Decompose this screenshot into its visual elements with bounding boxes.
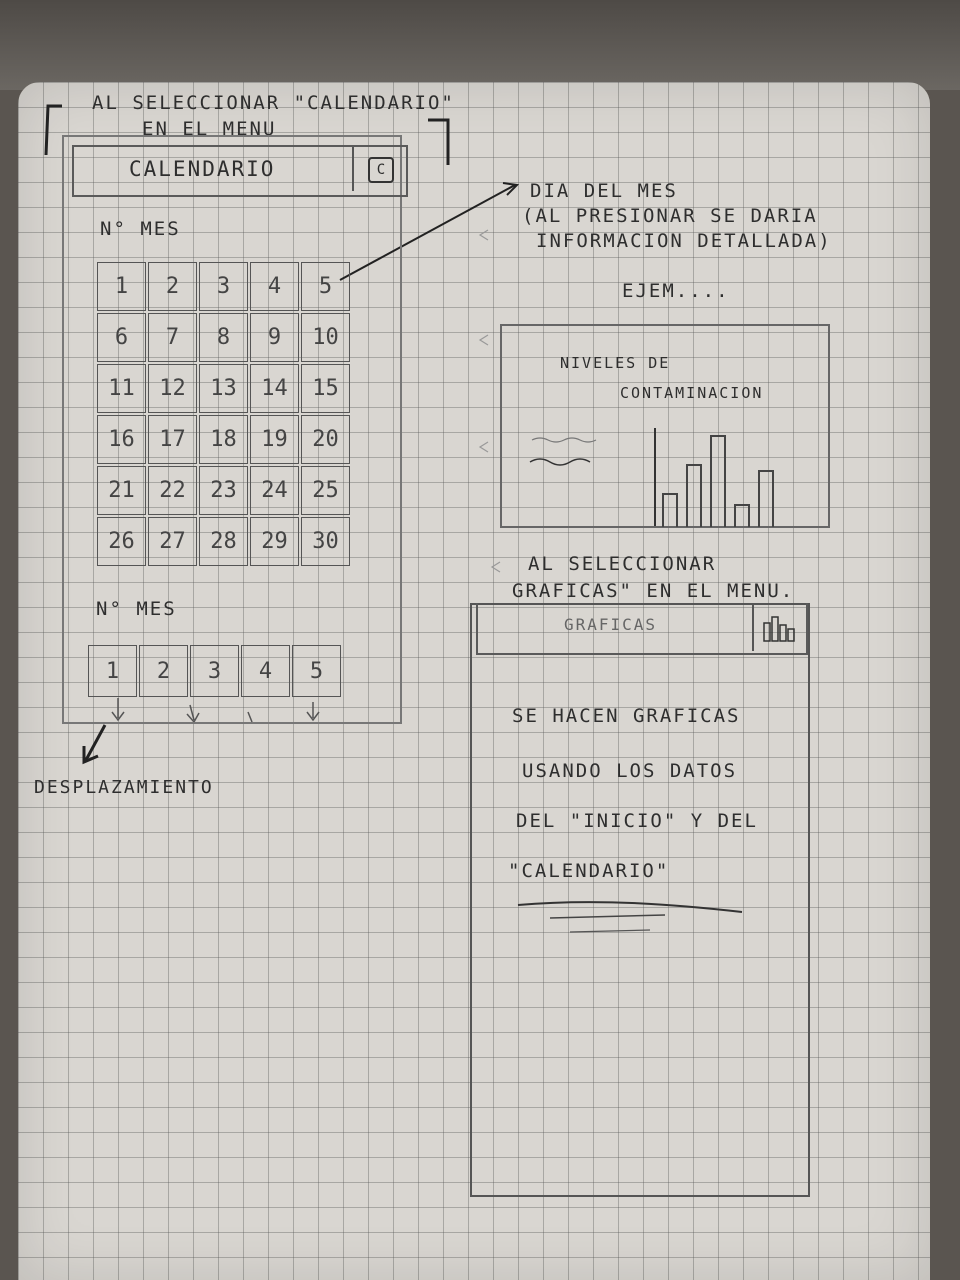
phone-frame-graficas [470, 603, 810, 1197]
month2-label: N° MES [96, 598, 177, 620]
graficas-body-line3: DEL "INICIO" Y DEL [516, 810, 758, 832]
calendar-day-cell[interactable]: 5 [301, 262, 350, 311]
calendar-icon[interactable]: C [368, 157, 394, 183]
graficas-title-bar: GRAFICAS [476, 603, 808, 655]
chart-bar [710, 435, 726, 527]
calendar-day-cell[interactable]: 10 [301, 313, 350, 362]
calendar-day-cell[interactable]: 1 [97, 262, 146, 311]
phone-frame-calendar [62, 135, 402, 724]
calendar-day-cell[interactable]: 13 [199, 364, 248, 413]
day-note-line1: DIA DEL MES [530, 180, 678, 202]
right-heading-line2: GRAFICAS" EN EL MENU. [512, 580, 795, 602]
calendar-day-cell[interactable]: 22 [148, 466, 197, 515]
pollution-bar-chart [662, 428, 787, 527]
day-detail-popup: NIVELES DE CONTAMINACION [500, 324, 830, 528]
graficas-screen-title: GRAFICAS [564, 615, 658, 634]
calendar-day-cell[interactable]: 30 [301, 517, 350, 566]
chart-bar [758, 469, 774, 527]
day-note-line2: (AL PRESIONAR SE DARIA [522, 205, 818, 227]
popup-title-line2: CONTAMINACION [620, 384, 764, 402]
calendar-day-cell[interactable]: 19 [250, 415, 299, 464]
day-note-example: EJEM.... [622, 280, 730, 302]
calendar-day-cell[interactable]: 25 [301, 466, 350, 515]
calendar-day-cell[interactable]: 14 [250, 364, 299, 413]
calendar-day-cell[interactable]: 23 [199, 466, 248, 515]
calendar-day-cell[interactable]: 15 [301, 364, 350, 413]
background-dark-top [0, 0, 960, 90]
calendar-day-cell[interactable]: 28 [199, 517, 248, 566]
chart-bar [686, 463, 702, 527]
calendar-day-cell[interactable]: 17 [148, 415, 197, 464]
calendar-day-cell[interactable]: 3 [199, 262, 248, 311]
calendar-day-cell[interactable]: 5 [292, 645, 341, 697]
calendar-day-cell[interactable]: 1 [88, 645, 137, 697]
calendar-title-bar: CALENDARIO C [72, 145, 408, 197]
chart-bar [662, 492, 678, 527]
calendar-day-cell[interactable]: 4 [241, 645, 290, 697]
left-heading-line1: AL SELECCIONAR "CALENDARIO" [92, 92, 455, 114]
calendar-day-cell[interactable]: 7 [148, 313, 197, 362]
left-heading-line2: EN EL MENU [142, 118, 277, 140]
calendar-day-cell[interactable]: 16 [97, 415, 146, 464]
graficas-body-line2: USANDO LOS DATOS [522, 760, 738, 782]
calendar-day-cell[interactable]: 21 [97, 466, 146, 515]
calendar-day-cell[interactable]: 2 [139, 645, 188, 697]
calendar-day-cell[interactable]: 6 [97, 313, 146, 362]
right-heading-line1: AL SELECCIONAR [528, 553, 717, 575]
calendar-day-cell[interactable]: 26 [97, 517, 146, 566]
scroll-label: DESPLAZAMIENTO [34, 777, 214, 798]
day-note-line3: INFORMACION DETALLADA) [536, 230, 832, 252]
calendar-screen-title: CALENDARIO [129, 157, 276, 181]
calendar-day-cell[interactable]: 4 [250, 262, 299, 311]
calendar-day-cell[interactable]: 8 [199, 313, 248, 362]
graficas-body-line4: "CALENDARIO" [508, 860, 670, 882]
calendar-day-cell[interactable]: 20 [301, 415, 350, 464]
popup-title-line1: NIVELES DE [560, 354, 671, 372]
chart-bar [734, 504, 750, 527]
calendar-day-cell[interactable]: 11 [97, 364, 146, 413]
bar-chart-icon[interactable] [760, 613, 800, 643]
calendar-menu-icon-box[interactable]: C [352, 147, 406, 191]
graph-paper-sheet [18, 82, 930, 1280]
calendar-day-cell[interactable]: 18 [199, 415, 248, 464]
calendar-day-cell[interactable]: 27 [148, 517, 197, 566]
calendar-day-cell[interactable]: 3 [190, 645, 239, 697]
month1-label: N° MES [100, 218, 181, 240]
calendar-day-cell[interactable]: 9 [250, 313, 299, 362]
calendar-day-cell[interactable]: 2 [148, 262, 197, 311]
calendar-day-cell[interactable]: 12 [148, 364, 197, 413]
graficas-body-line1: SE HACEN GRAFICAS [512, 705, 741, 727]
graficas-menu-icon-box[interactable] [752, 603, 806, 651]
calendar-day-cell[interactable]: 29 [250, 517, 299, 566]
calendar-day-cell[interactable]: 24 [250, 466, 299, 515]
